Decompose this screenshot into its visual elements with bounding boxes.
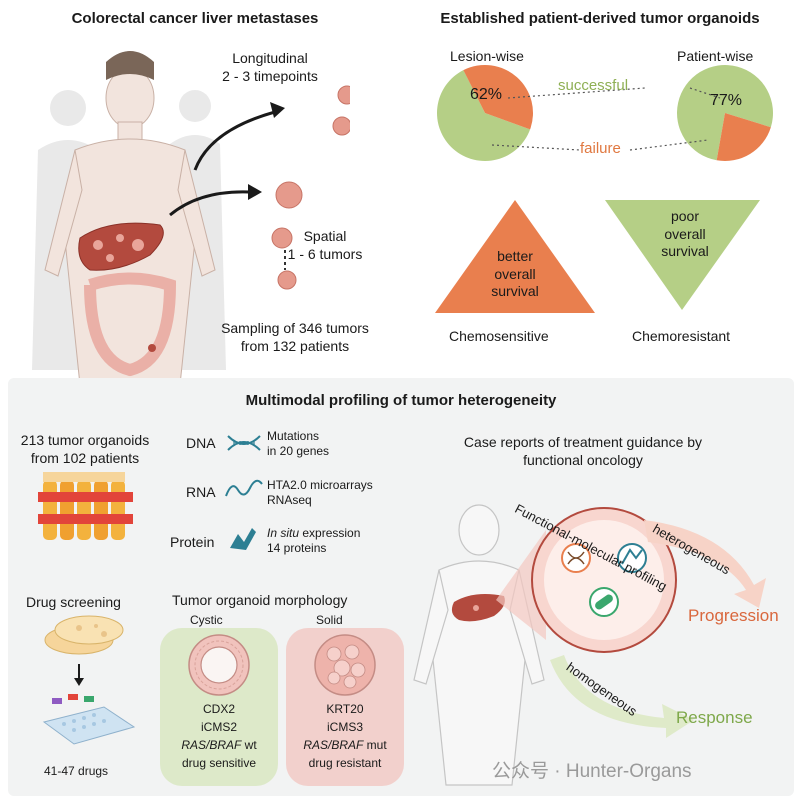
cystic-organoid-icon bbox=[188, 634, 250, 696]
patient-pct: 77% bbox=[710, 92, 743, 109]
chemoresistant-triangle bbox=[605, 200, 760, 310]
pie-charts bbox=[437, 65, 773, 161]
title-crc-liver-metastases: Colorectal cancer liver metastases bbox=[71, 10, 319, 27]
organoids-count: 213 tumor organoids from 102 patients bbox=[20, 432, 150, 466]
watermark: 公众号 · Hunter-Organs bbox=[492, 761, 692, 782]
patient-wise-label: Patient-wise bbox=[677, 48, 754, 64]
protein-icon bbox=[230, 528, 256, 550]
case-report-illustration bbox=[413, 504, 766, 786]
chemosensitive-triangle bbox=[435, 200, 595, 313]
protein-desc: In situ expression 14 proteins bbox=[267, 526, 361, 555]
rna-label: RNA bbox=[186, 484, 216, 500]
sampling-label: Sampling of 346 tumors from 132 patients bbox=[221, 320, 369, 354]
solid-label: Solid bbox=[316, 613, 343, 627]
rna-target-icon bbox=[617, 543, 647, 573]
chemosensitive-triangle-text: better overall survival bbox=[491, 248, 539, 299]
title-multimodal: Multimodal profiling of tumor heterogene… bbox=[245, 392, 557, 409]
solid-markers: KRT20 iCMS3 RAS/BRAF mut drug resistant bbox=[303, 702, 387, 770]
case-reports-title: Case reports of treatment guidance by fu… bbox=[463, 434, 703, 468]
drug-screening-label: Drug screening bbox=[26, 594, 121, 610]
drug-screening-icon bbox=[42, 615, 136, 745]
patient-illustration bbox=[32, 51, 350, 385]
dna-desc: Mutations in 20 genes bbox=[267, 429, 330, 458]
rna-desc: HTA2.0 microarrays RNAseq bbox=[267, 478, 373, 507]
lesion-wise-pie bbox=[437, 65, 533, 161]
tube-rack-icon bbox=[38, 472, 133, 540]
rna-icon bbox=[225, 479, 263, 497]
lesion-failure-slice bbox=[463, 65, 533, 130]
drugs-count: 41-47 drugs bbox=[44, 764, 109, 778]
lesion-pct: 62% bbox=[470, 86, 503, 103]
morphology-title: Tumor organoid morphology bbox=[172, 592, 348, 608]
chemoresistant-triangle-text: poor overall survival bbox=[661, 208, 709, 259]
cystic-label: Cystic bbox=[190, 613, 223, 627]
survival-triangles bbox=[435, 200, 760, 313]
dna-label: DNA bbox=[186, 435, 216, 451]
dna-icon bbox=[227, 435, 261, 451]
patient-wise-pie bbox=[677, 65, 773, 161]
patient-success-slice bbox=[677, 65, 773, 161]
lesion-success-slice bbox=[437, 70, 531, 161]
chemoresistant-label: Chemoresistant bbox=[632, 328, 731, 344]
solid-organoid-icon bbox=[314, 634, 376, 696]
dna-target-icon bbox=[561, 543, 591, 573]
drug-target-icon bbox=[589, 587, 619, 617]
longitudinal-label: Longitudinal 2 - 3 timepoints bbox=[222, 50, 318, 84]
cystic-markers: CDX2 iCMS2 RAS/BRAF wt drug sensitive bbox=[181, 702, 257, 770]
title-organoids: Established patient-derived tumor organo… bbox=[440, 10, 760, 27]
lesion-wise-label: Lesion-wise bbox=[450, 48, 524, 64]
failure-label: failure bbox=[580, 140, 621, 157]
response-label: Response bbox=[676, 708, 753, 727]
progression-label: Progression bbox=[688, 606, 779, 625]
protein-label: Protein bbox=[170, 534, 215, 550]
chemosensitive-label: Chemosensitive bbox=[449, 328, 549, 344]
liver-icon bbox=[78, 222, 164, 271]
spatial-label: Spatial 1 - 6 tumors bbox=[287, 228, 363, 262]
successful-label: successful bbox=[558, 77, 629, 94]
patient-failure-slice bbox=[716, 113, 771, 161]
